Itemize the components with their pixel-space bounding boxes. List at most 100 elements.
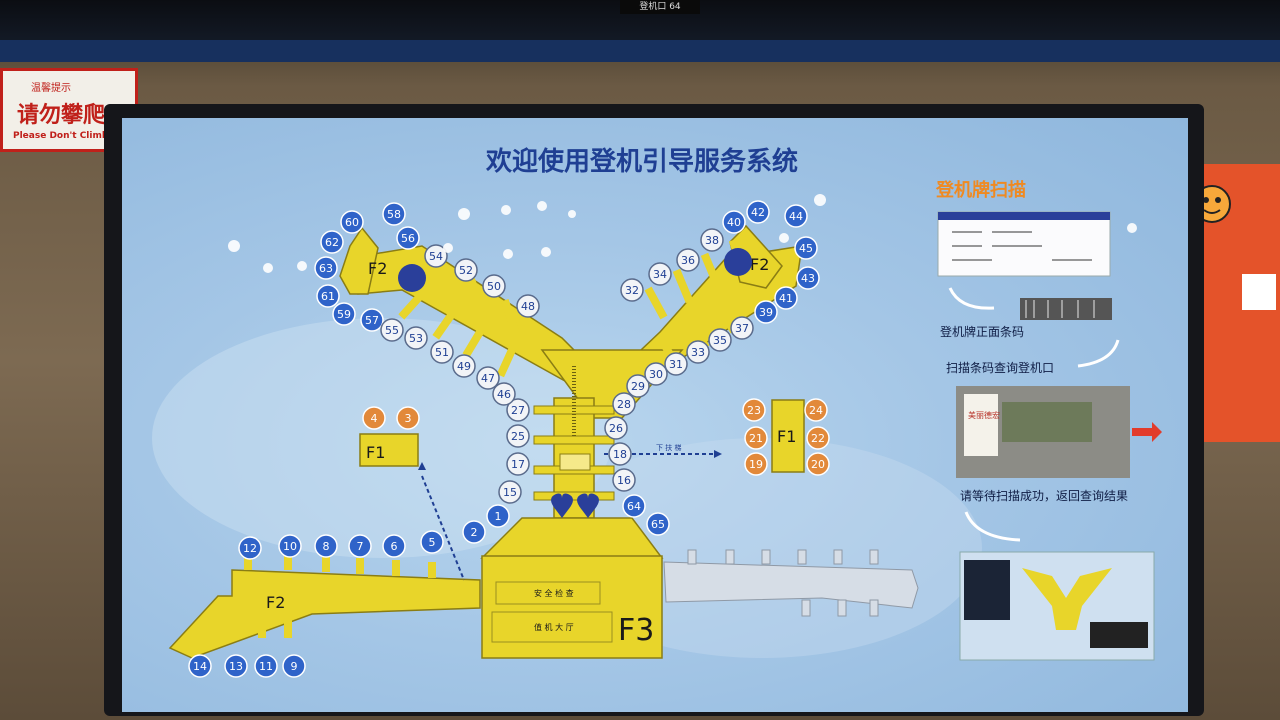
scan-step-1: 登机牌正面条码 [940, 324, 1024, 339]
grey-pier [663, 549, 919, 617]
gate-17-label: 17 [511, 458, 525, 471]
top-gate-display: 登机口 64 [620, 0, 700, 14]
warning-english-text: Please Don't Climbing [13, 131, 125, 141]
gate-42-blue: 42 [746, 200, 770, 224]
gate-17-circle [506, 452, 530, 476]
gate-52-label: 52 [459, 264, 473, 277]
airline-logo-icon [398, 248, 752, 518]
gate-8-circle [314, 534, 338, 558]
gate-26-circle [604, 416, 628, 440]
gate-20-circle [806, 452, 830, 476]
gate-55-label: 55 [385, 324, 399, 337]
gate-64-label: 64 [627, 500, 641, 513]
gate-50-white: 50 [482, 274, 506, 298]
gate-53-white: 53 [404, 326, 428, 350]
floor-label-f2-left: F2 [368, 259, 387, 278]
gate-22-circle [806, 426, 830, 450]
gate-51-label: 51 [435, 346, 449, 359]
gate-59-circle [332, 302, 356, 326]
scan-heading: 登机牌扫描 [935, 179, 1026, 201]
gate-42-circle [746, 200, 770, 224]
gate-46-white: 46 [492, 382, 516, 406]
gate-32-circle [620, 278, 644, 302]
arrow-head-up-icon [418, 462, 426, 470]
gate-23-circle [742, 398, 766, 422]
map-title: 欢迎使用登机引导服务系统 [485, 146, 798, 177]
boarding-guide-screen[interactable]: 欢迎使用登机引导服务系统 [122, 118, 1188, 712]
gate-57-label: 57 [365, 314, 379, 327]
gate-40-blue: 40 [722, 210, 746, 234]
warning-main-text: 请勿攀爬 [17, 103, 106, 128]
gate-54-circle [424, 244, 448, 268]
gate-35-circle [708, 328, 732, 352]
gate-50-label: 50 [487, 280, 501, 293]
gate-30-white: 30 [644, 362, 668, 386]
gate-15-circle [498, 480, 522, 504]
gate-31-white: 31 [664, 352, 688, 376]
scan-step-2: 扫描条码查询登机口 [946, 360, 1054, 375]
gate-11-label: 11 [259, 660, 273, 673]
left-wing-fingers [398, 240, 520, 378]
gate-39-circle [754, 300, 778, 324]
gate-23-orange: 23 [742, 398, 766, 422]
gate-13-label: 13 [229, 660, 243, 673]
gate-34-circle [648, 262, 672, 286]
gate-1-circle [486, 504, 510, 528]
gate-3-orange: 3 [396, 406, 420, 430]
gate-29-white: 29 [626, 374, 650, 398]
gate-11-circle [254, 654, 278, 678]
gate-62-blue: 62 [320, 230, 344, 254]
gate-19-orange: 19 [744, 452, 768, 476]
gate-63-circle [314, 256, 338, 280]
gate-59-label: 59 [337, 308, 351, 321]
gate-52-white: 52 [454, 258, 478, 282]
gate-63-blue: 63 [314, 256, 338, 280]
gate-60-circle [340, 210, 364, 234]
gate-49-label: 49 [457, 360, 471, 373]
gate-63-label: 63 [319, 262, 333, 275]
gate-45-blue: 45 [794, 236, 818, 260]
gate-46-circle [492, 382, 516, 406]
gate-36-circle [676, 248, 700, 272]
gate-4-orange: 4 [362, 406, 386, 430]
gate-42-label: 42 [751, 206, 765, 219]
gate-3-label: 3 [405, 412, 412, 425]
gate-7-blue: 7 [348, 534, 372, 558]
gate-21-circle [744, 426, 768, 450]
gate-47-label: 47 [481, 372, 495, 385]
gate-9-blue: 9 [282, 654, 306, 678]
stem-bridges [533, 366, 615, 501]
red-arrow-icon [1132, 422, 1162, 442]
gate-35-white: 35 [708, 328, 732, 352]
gate-1-label: 1 [495, 510, 502, 523]
gate-62-circle [320, 230, 344, 254]
floor-label-f2-pier: F2 [266, 593, 285, 612]
gate-47-circle [476, 366, 500, 390]
gate-22-label: 22 [811, 432, 825, 445]
gate-64-circle [622, 494, 646, 518]
gate-64-blue: 64 [622, 494, 646, 518]
gate-30-circle [644, 362, 668, 386]
blue-beam [0, 40, 1280, 62]
gate-21-orange: 21 [744, 426, 768, 450]
gate-48-label: 48 [521, 300, 535, 313]
gate-8-label: 8 [323, 540, 330, 553]
gate-10-blue: 10 [278, 534, 302, 558]
gate-62-label: 62 [325, 236, 339, 249]
gate-16-label: 16 [617, 474, 631, 487]
gate-12-label: 12 [243, 542, 257, 555]
gate-41-label: 41 [779, 292, 793, 305]
gate-65-label: 65 [651, 518, 665, 531]
gate-6-blue: 6 [382, 534, 406, 558]
gate-57-circle [360, 308, 384, 332]
gate-43-blue: 43 [796, 266, 820, 290]
gate-58-blue: 58 [382, 202, 406, 226]
gate-37-label: 37 [735, 322, 749, 335]
gate-16-white: 16 [612, 468, 636, 492]
gate-41-blue: 41 [774, 286, 798, 310]
gate-2-label: 2 [471, 526, 478, 539]
floor-label-f2-right: F2 [750, 255, 769, 274]
warning-small-text: 温馨提示 [31, 83, 71, 94]
gate-33-label: 33 [691, 346, 705, 359]
gate-45-label: 45 [799, 242, 813, 255]
